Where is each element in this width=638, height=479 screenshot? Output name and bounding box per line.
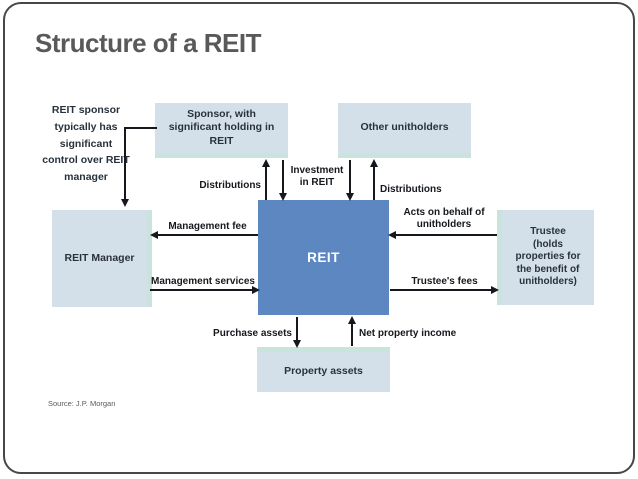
arrow-management-services — [150, 286, 260, 294]
box-property-assets-label: Property assets — [284, 365, 363, 378]
arrow-distributions-to-other — [370, 159, 378, 200]
box-reit-manager-label: REIT Manager — [64, 251, 135, 264]
label-purchase-assets: Purchase assets — [213, 328, 292, 339]
box-property-assets: Property assets — [257, 347, 390, 392]
label-net-property-income: Net property income — [359, 328, 457, 339]
elbow-connector-horizontal — [125, 127, 157, 129]
label-acts-on-behalf: Acts on behalf of unitholders — [403, 207, 485, 230]
source-note: Source: J.P. Morgan — [48, 399, 116, 408]
box-sponsor: Sponsor, with significant holding in REI… — [155, 103, 288, 158]
label-management-services: Management services — [151, 276, 255, 287]
box-trustee-subtitle: (holds properties for the benefit of uni… — [515, 238, 581, 288]
elbow-connector-arrow — [121, 127, 129, 207]
box-sponsor-label: Sponsor, with significant holding in REI… — [168, 108, 275, 147]
label-distributions-right: Distributions — [380, 184, 442, 195]
arrow-distributions-to-sponsor — [262, 159, 270, 200]
arrow-investment-from-other — [346, 160, 354, 201]
box-reit-manager: REIT Manager — [52, 210, 152, 307]
box-trustee: Trustee (holds properties for the benefi… — [497, 210, 594, 305]
arrow-trustees-fees — [390, 286, 499, 294]
label-investment-in-reit: Investment in REIT — [290, 165, 344, 188]
label-trustees-fees: Trustee's fees — [411, 276, 478, 287]
arrow-investment-from-sponsor — [279, 160, 287, 201]
label-management-fee: Management fee — [168, 221, 247, 232]
arrow-management-fee — [150, 231, 258, 239]
arrow-net-property-income — [348, 316, 356, 346]
sponsor-control-note: REIT sponsor typically has significant c… — [42, 104, 130, 184]
arrow-purchase-assets — [293, 317, 301, 348]
box-reit-label: REIT — [307, 250, 340, 265]
label-distributions-left: Distributions — [199, 180, 261, 191]
box-other-unitholders-label: Other unitholders — [360, 121, 449, 134]
page-title: Structure of a REIT — [35, 28, 261, 58]
arrow-acts-on-behalf — [388, 231, 497, 239]
box-other-unitholders: Other unitholders — [338, 103, 471, 158]
box-reit: REIT — [258, 200, 389, 315]
box-trustee-title: Trustee — [530, 226, 566, 238]
